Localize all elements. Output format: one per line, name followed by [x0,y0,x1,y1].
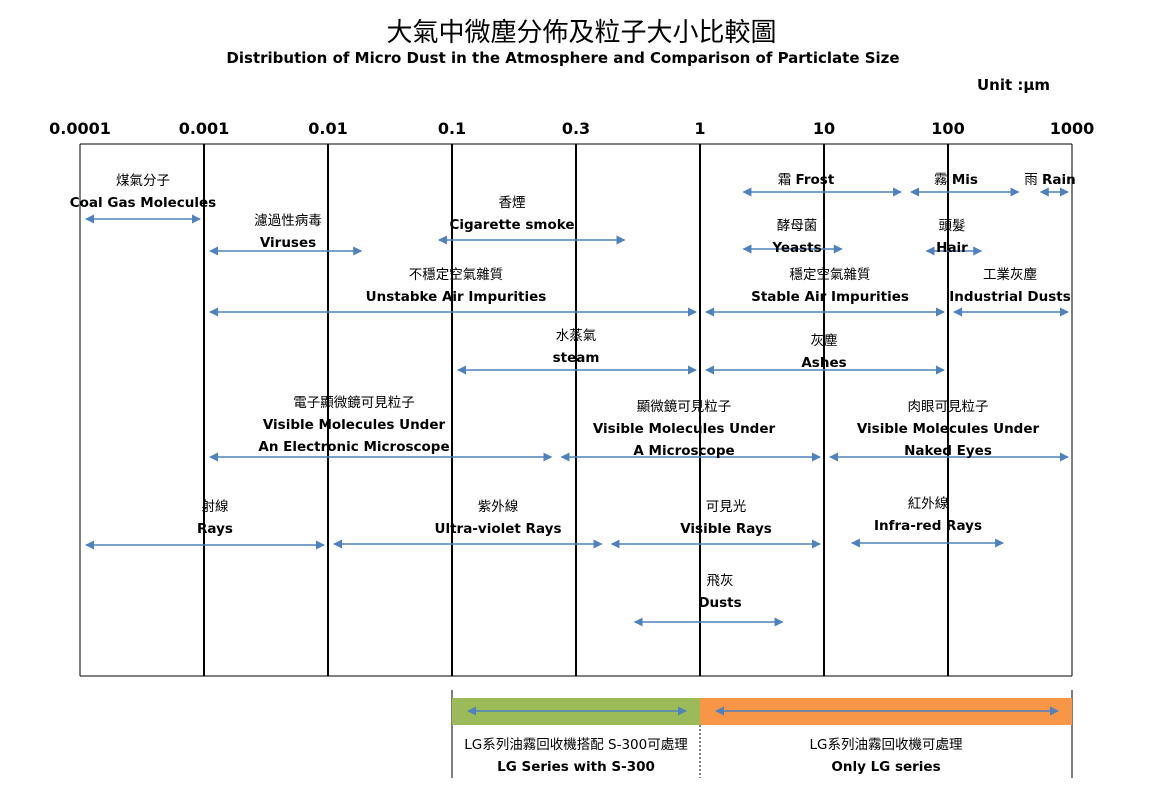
particle-label-zh: 香煙 [498,195,526,211]
particle-label-en: Infra-red Rays [874,518,982,534]
particle-label-en: Visible Molecules Under Naked Eyes [856,421,1040,459]
particle-label: 穩定空氣雜質 Stable Air Impurities [670,264,990,308]
particle-label: 射線 Rays [55,496,375,540]
scale-label: 0.01 [308,119,348,138]
particle-label-en: Industrial Dusts [949,289,1071,305]
particle-label-en: Hair [936,240,968,256]
particle-label-zh: 灰塵 [810,333,838,349]
scale-grid [79,143,1073,677]
particle-label-zh: 電子顯微鏡可見粒子 [293,395,415,411]
particle-ranges [85,187,1069,627]
particle-label: 香煙 Cigarette smoke [352,192,672,236]
particle-label-en: Cigarette smoke [449,217,575,233]
particle-label-zh: 酵母菌 [776,218,818,234]
particle-label: 酵母菌 Yeasts [637,215,957,259]
particle-label: 肉眼可見粒子 Visible Molecules Under Naked Eyes [788,396,1108,462]
particle-label-zh: 紫外線 [477,499,519,515]
scale-label: 0.3 [561,119,591,138]
particle-label-zh: 工業灰塵 [983,267,1037,283]
particle-label-zh: 水蒸氣 [555,328,597,344]
chart-title-chinese: 大氣中微塵分佈及粒子大小比較圖 [386,18,777,48]
processing-bands [451,690,1073,778]
particle-label: 紫外線 Ultra-violet Rays [338,496,658,540]
scale-label: 1 [694,119,706,138]
particle-label: 霧 Mis [796,171,1116,189]
particle-label-zh: 射線 [201,499,229,515]
particle-label-zh: 頭髮 [938,218,966,234]
particle-label-zh: 飛灰 [706,573,734,589]
scale-label: 1000 [1049,119,1095,138]
chart-title-english: Distribution of Micro Dust in the Atmosp… [226,49,900,67]
particle-label-en: Mis [951,172,978,188]
particle-label: 頭髮 Hair [792,215,1112,259]
band-label-en: Only LG series [831,759,941,775]
particle-label-en: Unstabke Air Impurities [365,289,547,305]
particle-label-zh: 穩定空氣雜質 [789,267,871,283]
band-label-zh: LG系列油霧回收機搭配 S-300可處理 [464,737,688,753]
scale-label: 10 [812,119,836,138]
particle-label-zh: 肉眼可見粒子 [907,399,989,415]
particle-label: 雨 Rain [890,171,1163,189]
particle-label: 灰塵 Ashes [664,330,984,374]
particle-label-en: Stable Air Impurities [751,289,909,305]
particle-label-zh: 紅外線 [907,496,949,512]
particle-label-zh: 雨 [1024,172,1038,188]
particle-label: 顯微鏡可見粒子 Visible Molecules Under A Microsc… [524,396,844,462]
particle-label: 水蒸氣 steam [416,325,736,369]
particle-label-zh: 可見光 [705,499,747,515]
particle-label-en: Ultra-violet Rays [434,521,562,537]
scale-label: 0.001 [178,119,230,138]
particle-label: 飛灰 Dusts [560,570,880,614]
particle-label-zh: 霜 [777,172,792,188]
particle-label: 霜 Frost [646,171,966,189]
particle-label-en: Visible Molecules Under A Microscope [592,421,776,459]
scale-label: 0.1 [437,119,467,138]
particle-label: 紅外線 Infra-red Rays [768,493,1088,537]
particle-label: 工業灰塵 Industrial Dusts [850,264,1163,308]
particle-label-en: Viruses [259,235,317,251]
particle-label-zh: 顯微鏡可見粒子 [636,399,732,415]
particle-label: 煤氣分子 Coal Gas Molecules [0,170,303,214]
band-label-en: LG Series with S-300 [497,759,655,775]
particle-label-en: Yeasts [772,240,822,256]
particle-label: 濾過性病毒 Viruses [128,210,448,254]
particle-label-en: Rays [197,521,233,537]
particle-label: 電子顯微鏡可見粒子 Visible Molecules Under An Elec… [194,392,514,458]
particle-label-en: Visible Molecules Under An Electronic Mi… [258,417,450,455]
particle-label-zh: 霧 [934,172,948,188]
particle-label-en: Rain [1042,172,1076,188]
particle-label-en: Frost [795,172,835,188]
band-label-zh: LG系列油霧回收機可處理 [809,737,963,753]
particle-label-zh: 濾過性病毒 [254,213,322,229]
particle-label-zh: 煤氣分子 [116,173,170,189]
unit-label: Unit :μm [977,76,1051,94]
particle-label: 可見光 Visible Rays [566,496,886,540]
particle-label-en: Coal Gas Molecules [69,195,217,211]
particle-label-en: Ashes [801,355,847,371]
particle-label-en: steam [552,350,600,366]
particle-label-en: Visible Rays [680,521,772,537]
particle-label-zh: 不穩定空氣雜質 [408,267,504,283]
particle-label: 不穩定空氣雜質 Unstabke Air Impurities [296,264,616,308]
particle-label-en: Dusts [698,595,742,611]
scale-label: 100 [931,119,965,138]
scale-label: 0.0001 [49,119,111,138]
